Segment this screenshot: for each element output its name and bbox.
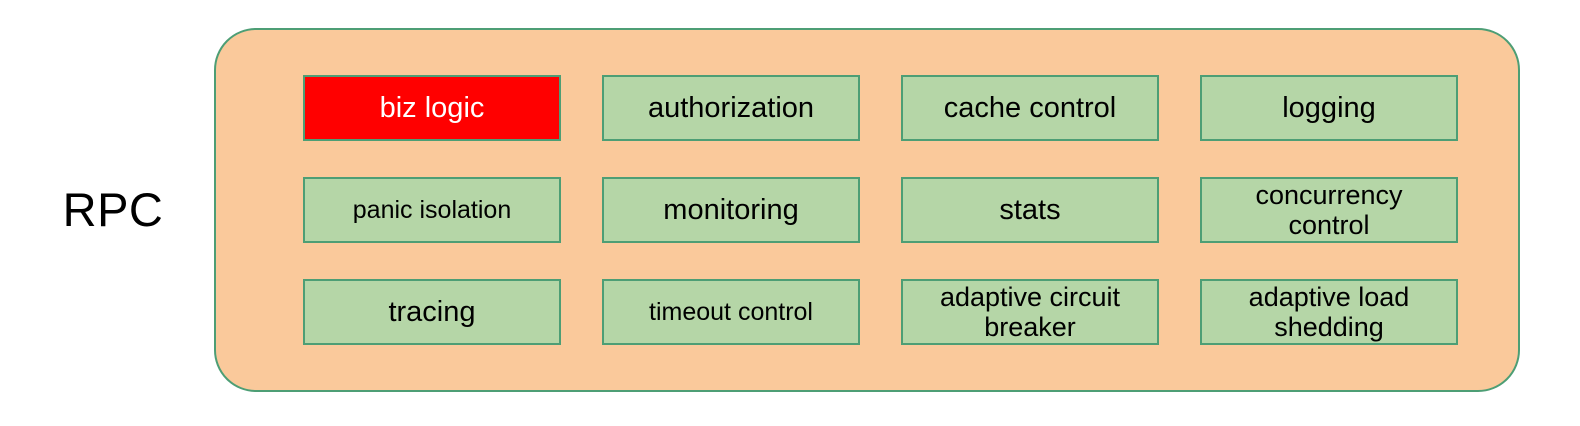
middleware-box-cache-control[interactable]: cache control bbox=[901, 75, 1159, 141]
middleware-box-tracing[interactable]: tracing bbox=[303, 279, 561, 345]
middleware-box-grid: biz logic authorization cache control loggi… bbox=[303, 75, 1458, 349]
middleware-box-stats[interactable]: stats bbox=[901, 177, 1159, 243]
middleware-box-monitoring[interactable]: monitoring bbox=[602, 177, 860, 243]
middleware-box-adaptive-load-shedding[interactable]: adaptive load shedding bbox=[1200, 279, 1458, 345]
middleware-box-panic-isolation[interactable]: panic isolation bbox=[303, 177, 561, 243]
middleware-box-label: authorization bbox=[647, 91, 815, 124]
middleware-box-label: stats bbox=[999, 193, 1061, 226]
middleware-box-authorization[interactable]: authorization bbox=[602, 75, 860, 141]
middleware-box-label: timeout control bbox=[649, 298, 813, 326]
rpc-middleware-container: biz logic authorization cache control loggi… bbox=[214, 28, 1520, 392]
middleware-box-label: biz logic bbox=[379, 91, 485, 124]
middleware-box-label: tracing bbox=[388, 295, 476, 328]
middleware-box-label: adaptive load shedding bbox=[1248, 281, 1410, 342]
middleware-box-label: monitoring bbox=[663, 193, 799, 226]
middleware-box-label: cache control bbox=[943, 91, 1117, 124]
middleware-box-concurrency-control[interactable]: concurrency control bbox=[1200, 177, 1458, 243]
middleware-box-timeout-control[interactable]: timeout control bbox=[602, 279, 860, 345]
rpc-side-label: RPC bbox=[62, 182, 164, 236]
middleware-box-adaptive-circuit-breaker[interactable]: adaptive circuit breaker bbox=[901, 279, 1159, 345]
middleware-box-label: panic isolation bbox=[352, 196, 512, 224]
middleware-box-label: logging bbox=[1282, 91, 1376, 124]
middleware-box-label: concurrency control bbox=[1255, 179, 1403, 240]
middleware-box-label: adaptive circuit breaker bbox=[939, 281, 1121, 342]
middleware-box-biz-logic[interactable]: biz logic bbox=[303, 75, 561, 141]
middleware-box-logging[interactable]: logging bbox=[1200, 75, 1458, 141]
